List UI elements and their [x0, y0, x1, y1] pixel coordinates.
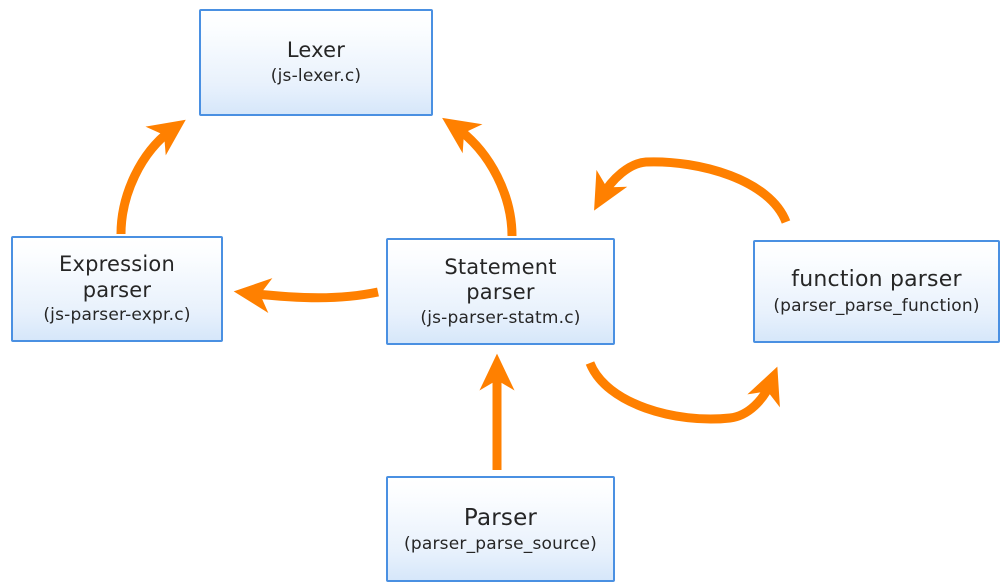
edge-func-to-statm — [594, 157, 791, 224]
node-parser-title: Parser — [463, 504, 538, 531]
node-function-parser[interactable]: function parser (parser_parse_function) — [753, 240, 1000, 343]
node-statement-parser-subtitle: (js-parser-statm.c) — [420, 307, 581, 328]
edge-statm-to-expr — [233, 278, 379, 314]
edge-expr-to-lexer — [116, 119, 186, 235]
edge-statm-to-func — [585, 361, 780, 424]
node-lexer[interactable]: Lexer (js-lexer.c) — [199, 9, 433, 116]
node-function-parser-subtitle: (parser_parse_function) — [773, 295, 980, 316]
node-expression-parser[interactable]: Expression parser (js-parser-expr.c) — [11, 236, 223, 342]
node-statement-parser-title: Statement parser — [444, 254, 557, 305]
node-lexer-title: Lexer — [286, 38, 346, 63]
node-parser[interactable]: Parser (parser_parse_source) — [386, 476, 615, 582]
node-expression-parser-subtitle: (js-parser-expr.c) — [43, 305, 191, 326]
node-function-parser-title: function parser — [791, 266, 962, 292]
node-expression-parser-title: Expression parser — [59, 252, 175, 302]
edge-statm-to-lexer — [442, 117, 517, 237]
node-lexer-subtitle: (js-lexer.c) — [270, 65, 362, 86]
node-statement-parser[interactable]: Statement parser (js-parser-statm.c) — [386, 238, 615, 345]
node-parser-subtitle: (parser_parse_source) — [404, 533, 597, 554]
